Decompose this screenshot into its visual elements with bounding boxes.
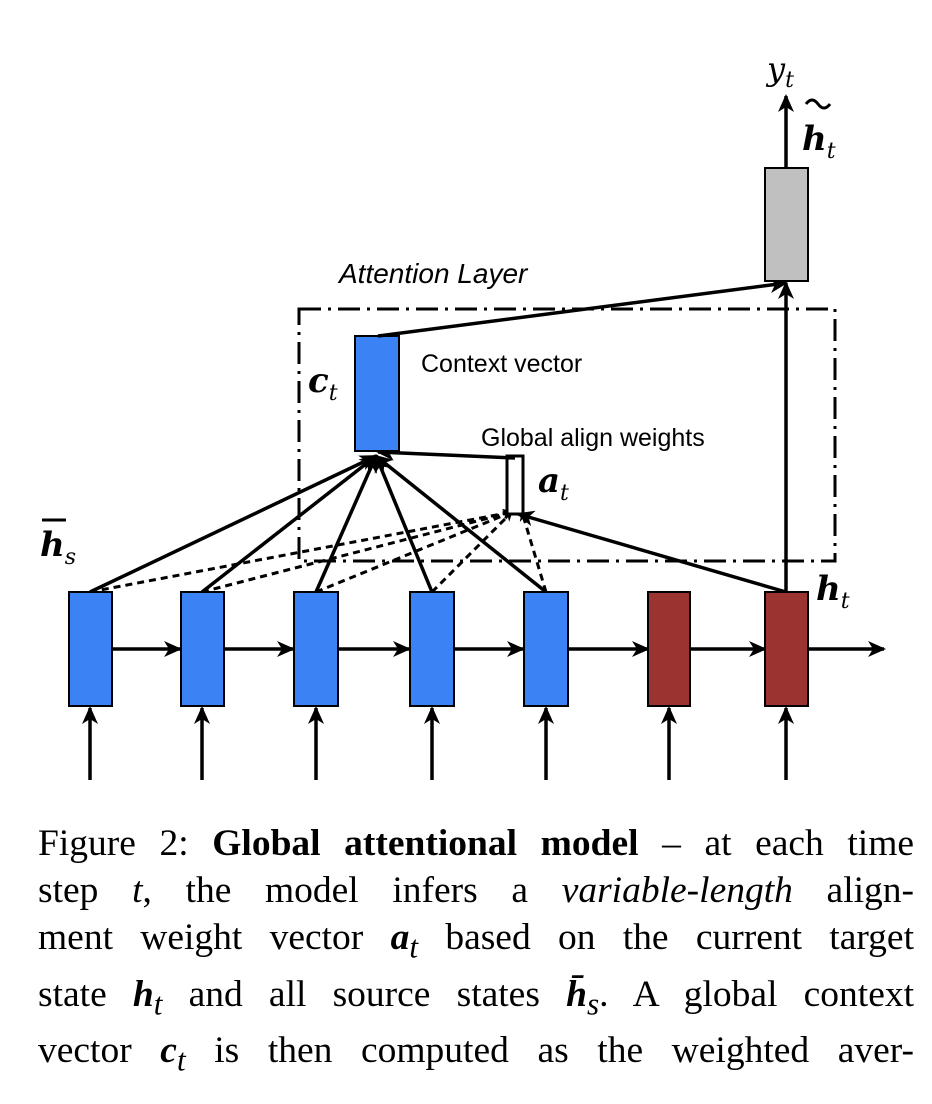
source-to-context-lines — [89, 454, 548, 594]
global-align-weights-label: Global align weights — [481, 424, 705, 452]
a-t-label: at — [538, 461, 569, 506]
context-vector-label: Context vector — [421, 350, 582, 378]
target-to-align-line — [516, 510, 787, 594]
caption-text-2c: align- — [826, 870, 915, 911]
attention-layer-box — [297, 307, 837, 563]
caption-text-4b: and all source states — [188, 973, 540, 1015]
caption-math-hbar-sub: s — [586, 986, 600, 1021]
target-state-2 — [764, 591, 809, 707]
figure-label: Figure 2: — [38, 823, 189, 864]
caption-math-c-sub: t — [176, 1042, 186, 1078]
h-tilde-t-label: ht — [802, 98, 836, 164]
caption-line-3: ment weight vector at based on the curre… — [38, 914, 914, 971]
align-weights-vector — [505, 454, 525, 516]
source-state-1 — [68, 591, 113, 707]
h-t-label: ht — [816, 569, 850, 614]
caption-text-2b: , the model infers a — [142, 870, 529, 911]
caption-math-a: a — [390, 917, 410, 958]
caption-text-1: at each time — [704, 823, 915, 864]
attention-layer-label: Attention Layer — [337, 258, 529, 289]
caption-math-h: h — [132, 973, 154, 1015]
c-t-label: ct — [308, 361, 338, 406]
source-state-2 — [180, 591, 225, 707]
caption-text-4c: . A global context — [599, 973, 915, 1015]
target-state-1 — [647, 591, 691, 707]
input-arrows — [82, 706, 794, 780]
caption-line-4: state ht and all source states h̄s. A gl… — [38, 971, 914, 1028]
y-t-label: yt — [765, 50, 794, 93]
context-vector-box — [354, 335, 400, 452]
caption-line-5: vector ct is then computed as the weight… — [38, 1027, 914, 1084]
align-to-context-line — [376, 444, 516, 461]
caption-dash: – — [662, 823, 681, 864]
caption-math-a-sub: t — [409, 929, 419, 965]
caption-math-t: t — [132, 870, 143, 911]
caption-line-2: step t, the model infers a variable-leng… — [38, 867, 914, 914]
attention-diagram: Attention Layer Context vector Global al… — [40, 50, 886, 780]
svg-text:ht: ht — [802, 119, 836, 164]
source-to-align-dashed-lines — [89, 508, 548, 594]
source-state-5 — [523, 591, 569, 707]
caption-text-3a: ment weight vector — [38, 917, 364, 958]
caption-title: Global attentional model — [212, 823, 639, 864]
caption-math-c: c — [160, 1030, 177, 1071]
caption-math-hbar: h̄ — [566, 973, 587, 1015]
source-state-4 — [409, 591, 455, 707]
attentional-hidden-state-box — [764, 167, 809, 282]
caption-math-h-sub: t — [153, 986, 163, 1021]
caption-text-3b: based on the current target — [445, 917, 914, 958]
caption-text-5a: vector — [38, 1030, 132, 1071]
caption-text-4a: state — [38, 973, 107, 1015]
caption-italic-variable-length: variable-length — [561, 870, 793, 911]
figure-caption: Figure 2: Global attentional model – at … — [38, 820, 914, 1084]
context-to-attentional-line — [377, 277, 788, 338]
svg-text:hs: hs — [40, 525, 76, 570]
caption-text-2a: step — [38, 870, 99, 911]
hidden-states — [68, 591, 809, 707]
source-state-3 — [293, 591, 339, 707]
caption-line-1: Figure 2: Global attentional model – at … — [38, 820, 914, 867]
h-bar-s-label: hs — [40, 518, 76, 570]
caption-text-5b: is then computed as the weighted aver- — [214, 1030, 914, 1071]
